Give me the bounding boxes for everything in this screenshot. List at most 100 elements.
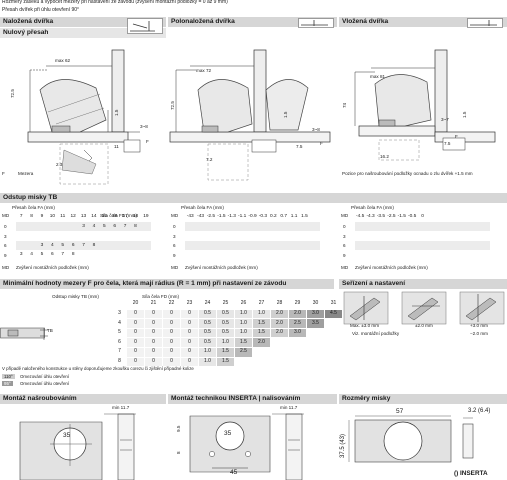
odstup-footer: Zvýšení montážních podložek (mm): [355, 265, 428, 270]
minf-col-header: 25: [216, 299, 235, 310]
odstup-cell: [397, 250, 407, 260]
minf-cell: [270, 337, 289, 348]
odstup-cell: 6: [71, 242, 75, 248]
minf-cell: [306, 346, 325, 358]
hinge-type-icon: [127, 18, 163, 34]
odstup-cell: [459, 250, 469, 260]
odstup-col-header: [428, 212, 438, 222]
nastaveni-title: Seřízení a nastavení: [339, 279, 507, 289]
odstup-cell: [58, 222, 68, 232]
legend-value: Mezera: [18, 171, 34, 176]
odstup-cell: [459, 241, 469, 251]
minf-cell: [288, 337, 307, 348]
odstup-cell: [279, 231, 289, 241]
minf-cell: [324, 327, 343, 339]
odstup-col-header: 17: [122, 214, 128, 220]
minf-cell: 0: [144, 318, 163, 329]
odstup-cell: [417, 241, 427, 251]
odstup-title: Odstup misky TB: [0, 193, 507, 203]
odstup-cell: [258, 222, 268, 232]
odstup-cell: [268, 241, 278, 251]
odstup-cell: [216, 231, 226, 241]
montaz2-m3: 8: [176, 451, 181, 454]
odstup-col-header: 9: [40, 214, 44, 220]
odstup-cell: [216, 222, 226, 232]
minf-cell: 0: [126, 337, 145, 348]
panel2-h3: 3~8: [312, 127, 320, 132]
odstup-col-header: 0: [421, 214, 424, 220]
minf-col-header: 24: [198, 299, 217, 310]
panel3-f: F: [455, 134, 458, 139]
odstup-cell: [247, 241, 257, 251]
odstup-col-header: -1.3: [227, 214, 236, 220]
montaz1-diameter: 35: [63, 432, 71, 439]
inserta-label: () INSERTA: [454, 470, 488, 477]
legend-text-95: Omezování úhlu otevření: [20, 381, 70, 386]
odstup-cell: [89, 231, 99, 241]
odstup-cell: [365, 250, 375, 260]
minf-cell: 3.5: [306, 318, 325, 329]
minf-cell: 0: [126, 318, 145, 329]
table-row: [355, 231, 491, 241]
panel1-h4: 11: [114, 144, 119, 149]
odstup-cell: [68, 231, 78, 241]
odstup-col-header: -4.5: [356, 214, 365, 220]
minf-cell: 0: [144, 337, 163, 348]
odstup-cell: 3: [82, 223, 85, 229]
odstup-cell: [216, 250, 226, 260]
minf-col-header: 28: [270, 299, 289, 310]
minf-cell: 1.5: [252, 327, 271, 339]
minf-cell: 0: [162, 346, 181, 358]
odstup-cell: [299, 222, 309, 232]
odstup-md-value: 3: [173, 233, 176, 239]
odstup-cell: 3: [40, 242, 44, 248]
odstup-cell: [407, 241, 417, 251]
panel2-f: F: [320, 141, 323, 146]
minf-cell: 0.5: [198, 327, 217, 339]
odstup-cell: [26, 231, 36, 241]
panel1-max: max 62: [55, 58, 71, 63]
screw-mounting-drawing: [19, 413, 136, 480]
odstup-cell: [16, 241, 26, 251]
odstup-col-header: 19: [143, 214, 149, 220]
odstup-cell: [120, 241, 130, 251]
odstup-cell: [438, 222, 448, 232]
half-overlay-door-drawing: [169, 49, 331, 181]
cup-dimension-drawing: [348, 415, 474, 463]
panel1-h3: 3~8: [140, 124, 148, 129]
odstup-col-header: -43: [186, 214, 194, 220]
minf-cell: 0.5: [198, 318, 217, 329]
odstup-cell: [16, 222, 26, 232]
odstup-cell: [355, 222, 365, 232]
minf-cell: [252, 346, 271, 358]
odstup-cell: [397, 222, 407, 232]
minf-cell: 0: [144, 327, 163, 339]
odstup-cell: [459, 222, 469, 232]
panel2-h4: 7.2: [206, 157, 213, 162]
odstup-cell: [299, 231, 309, 241]
odstup-cell: 3: [19, 252, 23, 258]
minf-cell: 3.0: [288, 327, 307, 339]
odstup-col-header: [310, 212, 320, 222]
odstup-cell: [449, 231, 459, 241]
odstup-cell: [299, 250, 309, 260]
montaz1-min: min 11.7: [112, 405, 130, 410]
legend-key-95: 95°: [2, 381, 13, 387]
nastaveni-item-1: Max. ±3.0 mm: [350, 323, 380, 328]
odstup-cell: [449, 241, 459, 251]
odstup-cell: 8: [71, 252, 75, 258]
odstup-cell: 5: [61, 242, 65, 248]
montaz2-min: min 11.7: [280, 405, 298, 410]
odstup-cell: [268, 222, 278, 232]
odstup-cell: 7: [123, 223, 127, 229]
odstup-cell: [386, 222, 396, 232]
odstup-col-header: 1.1: [290, 214, 298, 220]
odstup-col-header: -4.3: [366, 214, 375, 220]
odstup-col-header: 11: [60, 214, 66, 220]
odstup-cell: [407, 222, 417, 232]
odstup-cell: 5: [102, 223, 106, 229]
odstup-md-value: 6: [173, 243, 176, 249]
odstup-col-header: -0.3: [258, 214, 268, 220]
table-row: [185, 221, 321, 232]
